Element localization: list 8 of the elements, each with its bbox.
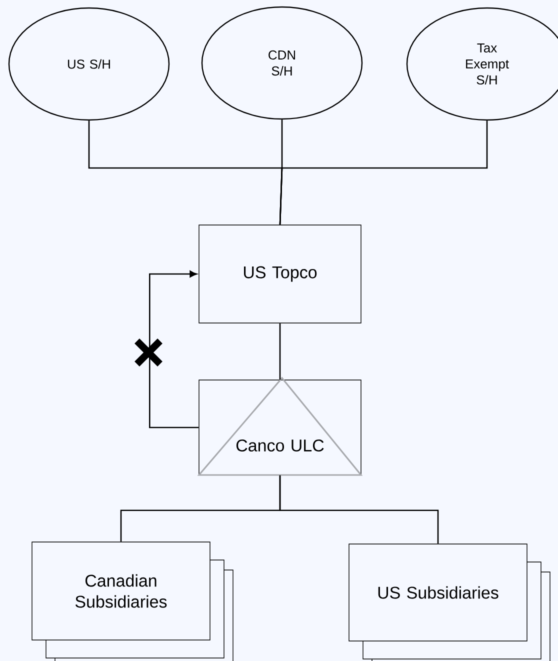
entity-box: US Topco — [198, 224, 362, 324]
connector — [88, 120, 283, 225]
connector — [279, 120, 488, 225]
stacked-box: US Subsidiaries — [348, 544, 550, 661]
stacked-box: Canadian Subsidiaries — [32, 542, 234, 661]
connector — [279, 323, 281, 380]
connector — [149, 270, 199, 428]
connector — [279, 475, 439, 544]
